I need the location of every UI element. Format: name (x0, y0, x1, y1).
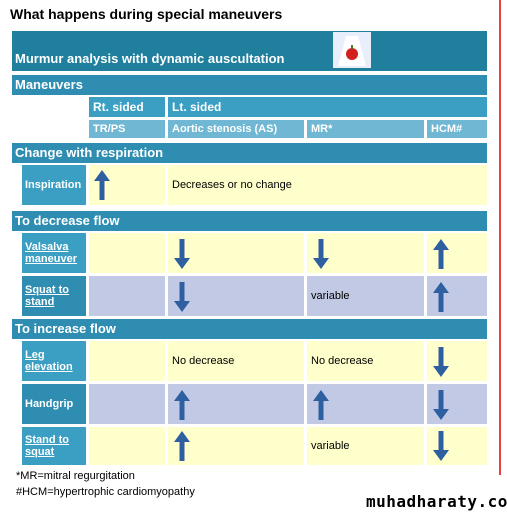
arrow-up-icon (431, 280, 451, 314)
arrow-down-icon (311, 237, 331, 271)
cell-leg-tr (89, 341, 165, 381)
cell-leg-mr: No decrease (307, 341, 424, 381)
watermark: muhadharaty.com (366, 492, 507, 511)
cell-stand-as (168, 427, 304, 465)
cell-stand-hcm (427, 427, 487, 465)
header-aortic-stenosis: Aortic stenosis (AS) (168, 120, 304, 138)
cell-valsalva-as (168, 233, 304, 273)
row-label-handgrip: Handgrip (22, 384, 86, 424)
cell-handgrip-hcm (427, 384, 487, 424)
cell-valsalva-tr (89, 233, 165, 273)
page-title: What happens during special maneuvers (10, 6, 283, 22)
arrow-up-icon (172, 429, 192, 463)
cell-squat-tr (89, 276, 165, 316)
footnote-mr: *MR=mitral regurgitation (16, 470, 135, 482)
section-maneuvers: Maneuvers (12, 75, 487, 95)
arrow-up-icon (431, 237, 451, 271)
header-hcm: HCM# (427, 120, 487, 138)
section-increase-flow: To increase flow (12, 319, 487, 339)
arrow-down-icon (172, 280, 192, 314)
row-label-stand-to-squat[interactable]: Stand to squat (22, 427, 86, 465)
arrow-up-icon (92, 168, 112, 202)
footnote-hcm: #HCM=hypertrophic cardiomyopathy (16, 486, 195, 498)
cell-valsalva-mr (307, 233, 424, 273)
section-respiration: Change with respiration (12, 143, 487, 163)
cell-leg-hcm (427, 341, 487, 381)
apple-on-plate-icon (333, 32, 371, 68)
cell-squat-as (168, 276, 304, 316)
banner-title: Murmur analysis with dynamic auscultatio… (15, 51, 285, 66)
row-label-inspiration: Inspiration (22, 165, 86, 205)
header-rt-sided: Rt. sided (89, 97, 165, 117)
cell-handgrip-as (168, 384, 304, 424)
arrow-up-icon (311, 388, 331, 422)
cell-handgrip-tr (89, 384, 165, 424)
arrow-up-icon (172, 388, 192, 422)
cell-inspiration-lt: Decreases or no change (168, 165, 487, 205)
slide-edge-line (499, 0, 501, 475)
banner: Murmur analysis with dynamic auscultatio… (12, 31, 487, 71)
arrow-down-icon (431, 429, 451, 463)
header-lt-sided: Lt. sided (168, 97, 487, 117)
cell-squat-hcm (427, 276, 487, 316)
cell-stand-mr: variable (307, 427, 424, 465)
arrow-down-icon (431, 345, 451, 379)
cell-stand-tr (89, 427, 165, 465)
header-trps: TR/PS (89, 120, 165, 138)
header-mr: MR* (307, 120, 424, 138)
row-label-leg-elevation[interactable]: Leg elevation (22, 341, 86, 381)
row-label-valsalva[interactable]: Valsalva maneuver (22, 233, 86, 273)
cell-leg-as: No decrease (168, 341, 304, 381)
cell-valsalva-hcm (427, 233, 487, 273)
section-decrease-flow: To decrease flow (12, 211, 487, 231)
cell-handgrip-mr (307, 384, 424, 424)
row-label-squat-to-stand[interactable]: Squat to stand (22, 276, 86, 316)
arrow-down-icon (172, 237, 192, 271)
arrow-down-icon (431, 388, 451, 422)
cell-squat-mr: variable (307, 276, 424, 316)
